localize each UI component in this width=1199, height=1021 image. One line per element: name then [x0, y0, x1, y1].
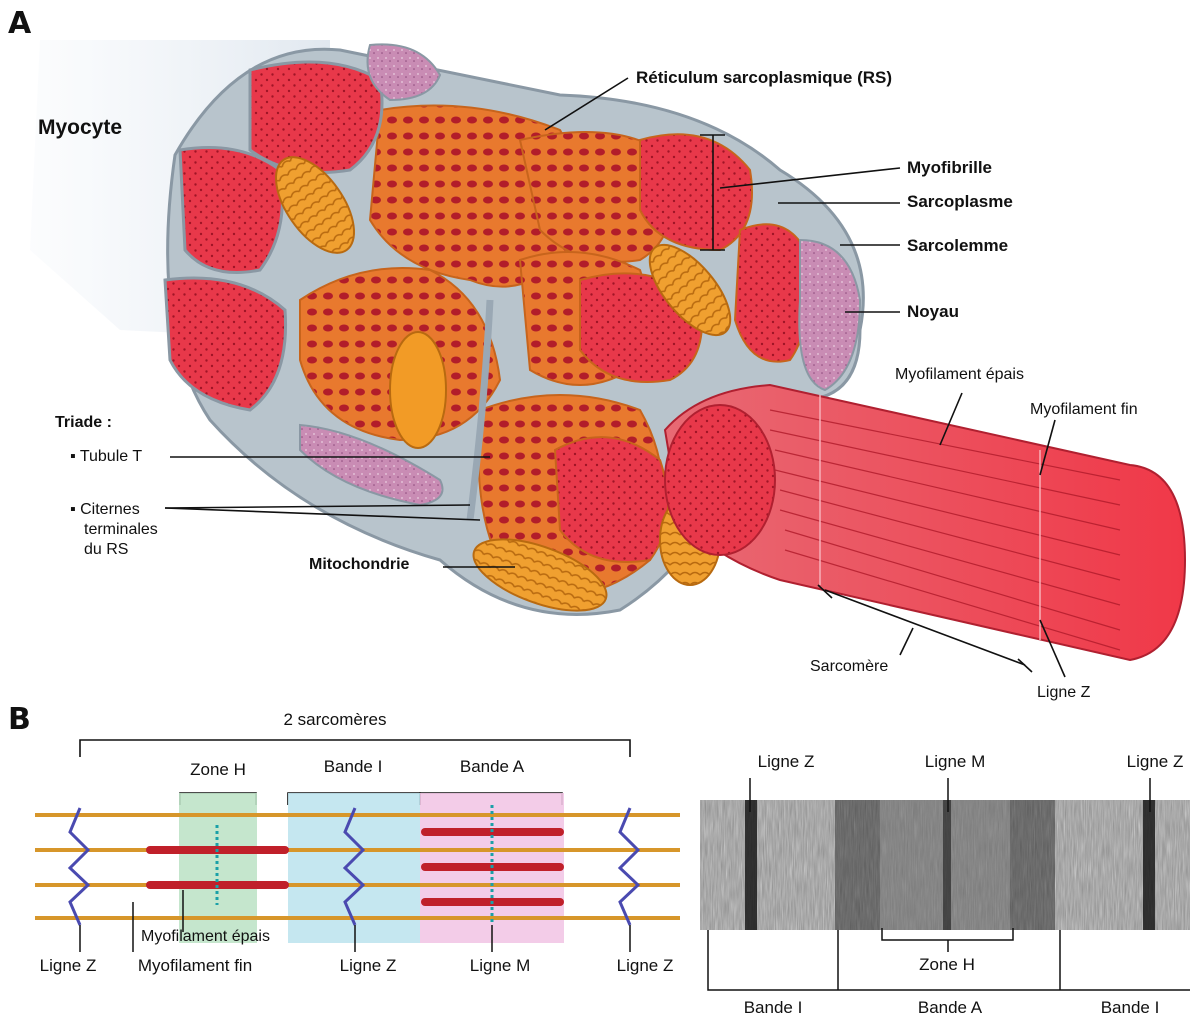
label-zone-h: Zone H — [190, 760, 246, 780]
label-mitochondrie: Mitochondrie — [309, 556, 409, 574]
label-sarcomere: Sarcomère — [810, 658, 888, 676]
micro-label-ligne-z-right: Ligne Z — [1127, 752, 1184, 772]
label-ligne-z-mid: Ligne Z — [340, 956, 397, 976]
myofibril-5 — [735, 224, 810, 361]
label-ligne-z-a: Ligne Z — [1037, 684, 1090, 702]
label-myofilament-epais-b: Myofilament épais — [141, 928, 270, 946]
panel-a-letter: A — [8, 6, 31, 41]
myofibril-end-face — [665, 405, 775, 555]
label-myofilament-fin-a: Myofilament fin — [1030, 401, 1138, 419]
label-sarcolemme: Sarcolemme — [907, 236, 1008, 256]
label-rs: Réticulum sarcoplasmique (RS) — [636, 68, 892, 88]
label-bande-a: Bande A — [460, 757, 524, 777]
micro-label-bande-i-left: Bande I — [744, 998, 803, 1018]
micro-label-ligne-m: Ligne M — [925, 752, 985, 772]
label-myofibrille: Myofibrille — [907, 158, 992, 178]
tubule-t-text: Tubule T — [80, 448, 142, 465]
micro-label-ligne-z-left: Ligne Z — [758, 752, 815, 772]
label-sarcoplasme: Sarcoplasme — [907, 192, 1013, 212]
myocyte-title: Myocyte — [38, 116, 122, 140]
label-ligne-z-left: Ligne Z — [40, 956, 97, 976]
micro-label-zone-h: Zone H — [919, 955, 975, 975]
label-triade: Triade : — [55, 414, 112, 432]
label-myofilament-fin-b: Myofilament fin — [138, 956, 252, 976]
citernes-line-3: du RS — [70, 541, 128, 558]
label-ligne-m: Ligne M — [470, 956, 530, 976]
label-noyau: Noyau — [907, 302, 959, 322]
myofibril-2 — [180, 148, 283, 273]
citernes-line-1: Citernes — [80, 501, 140, 518]
micro-label-bande-i-right: Bande I — [1101, 998, 1160, 1018]
label-tubule-t: ▪ Tubule T — [70, 448, 142, 466]
citernes-line-2: terminales — [70, 521, 158, 538]
label-ligne-z-right: Ligne Z — [617, 956, 674, 976]
label-myofilament-epais-a: Myofilament épais — [895, 366, 1024, 384]
panel-b-letter: B — [8, 702, 31, 737]
label-2-sarcomeres: 2 sarcomères — [284, 710, 387, 730]
myofibril-1 — [250, 62, 382, 173]
myofibril-7 — [555, 437, 668, 562]
myofibril-3 — [165, 278, 286, 410]
label-bande-i: Bande I — [324, 757, 383, 777]
mitochondrion-2 — [390, 332, 446, 448]
electron-micrograph — [700, 800, 1190, 930]
micro-label-bande-a: Bande A — [918, 998, 982, 1018]
